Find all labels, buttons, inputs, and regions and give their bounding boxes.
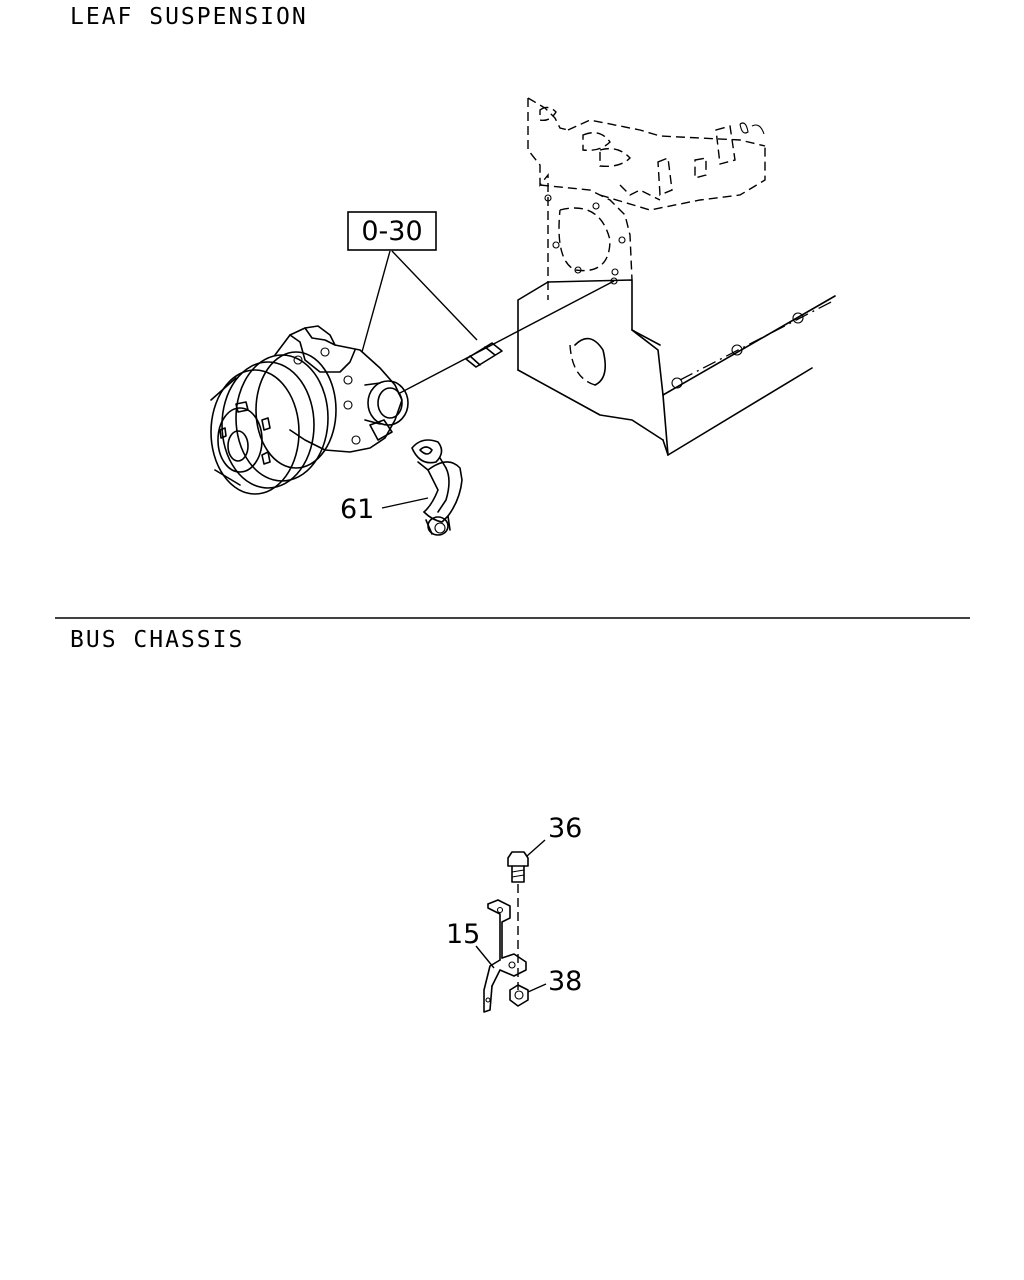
section-title-bus-chassis: BUS CHASSIS xyxy=(70,627,245,653)
callout-label-61: 61 xyxy=(340,494,374,525)
reference-label-0-30: 0-30 xyxy=(347,211,478,353)
reference-label-0-30-text: 0-30 xyxy=(361,216,422,247)
leader-line-38 xyxy=(527,983,547,993)
callout-label-38: 38 xyxy=(548,966,582,997)
compressor-pump xyxy=(210,325,409,495)
section-title-leaf-suspension: LEAF SUSPENSION xyxy=(70,4,308,30)
callout-label-15: 15 xyxy=(446,919,480,950)
engine-block xyxy=(517,97,836,456)
nut-part-38 xyxy=(509,984,529,1007)
leader-line-61 xyxy=(381,497,429,509)
stud-dowel xyxy=(465,342,503,368)
leader-line-15 xyxy=(475,945,495,969)
leader-line-36 xyxy=(526,839,546,857)
bracket-part-15 xyxy=(483,899,527,1013)
callout-label-36: 36 xyxy=(548,813,582,844)
hose-part-61 xyxy=(411,439,463,536)
alignment-line xyxy=(397,280,615,395)
bolt-part-36 xyxy=(507,851,529,883)
